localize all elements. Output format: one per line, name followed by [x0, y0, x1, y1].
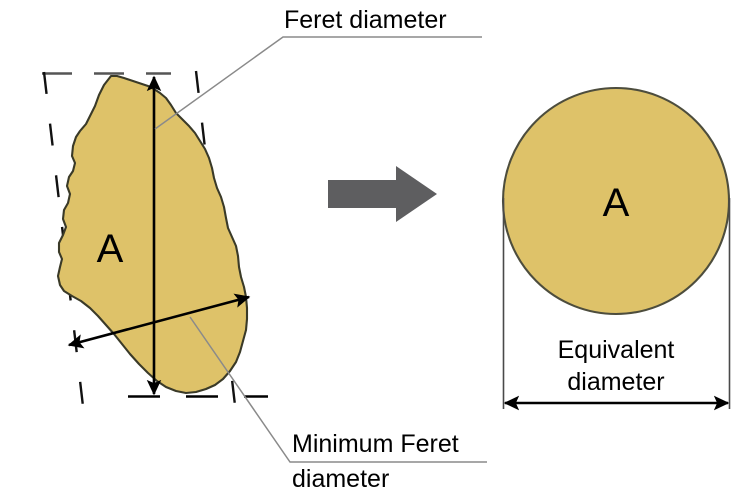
minimum-feret-label-line2: diameter: [292, 465, 389, 493]
transform-arrow-shape: [328, 166, 437, 222]
irregular-particle-panel: A Feret diameter Minimum Feret diameter: [42, 6, 487, 493]
particle-area-label: A: [97, 227, 124, 271]
equivalent-diameter-label-line2: diameter: [567, 368, 664, 396]
equivalent-diameter-label-line1: Equivalent: [558, 336, 675, 364]
circle-area-label: A: [603, 181, 630, 225]
tangent-line-left: [42, 71, 88, 433]
minimum-feret-leader-line: [189, 316, 487, 463]
transform-arrow: [328, 166, 437, 222]
feret-diameter-label: Feret diameter: [284, 6, 447, 34]
feret-leader-line: [154, 36, 482, 130]
irregular-particle: [56, 74, 249, 395]
minimum-feret-label-line1: Minimum Feret: [292, 430, 459, 458]
tangent-line-right: [194, 70, 240, 432]
equivalent-circle-panel: A Equivalent diameter: [501, 86, 731, 411]
minimum-feret-arrow: [67, 293, 251, 349]
